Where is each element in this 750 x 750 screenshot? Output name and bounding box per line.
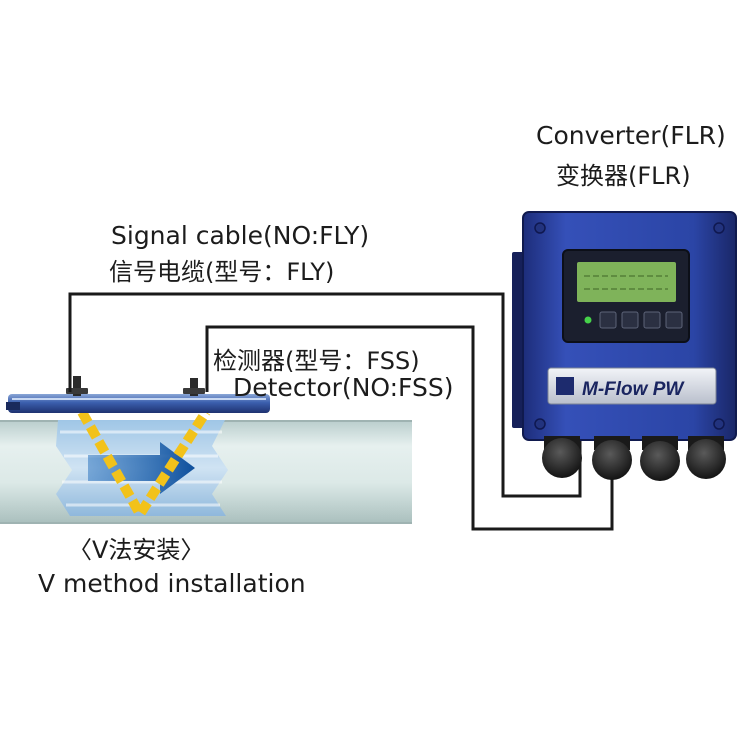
detector-label-zh: 检测器(型号：FSS): [213, 347, 420, 375]
key-button-2: [621, 311, 639, 329]
cable-gland-1: [542, 436, 582, 478]
converter-label-en: Converter(FLR): [536, 121, 726, 150]
signal-cable-label-en: Signal cable(NO:FLY): [111, 221, 370, 250]
key-button-3: [643, 311, 661, 329]
detector-label-en: Detector(NO:FSS): [233, 373, 454, 402]
transducer-clamp-right: [183, 378, 205, 396]
brand-plate: [547, 367, 717, 405]
installation-method-label-en: V method installation: [38, 569, 306, 598]
lcd-display: [577, 262, 676, 302]
installation-method-label-zh: 〈V法安装〉: [68, 536, 205, 564]
brand-logo-mark: [556, 377, 574, 395]
detector-rail: [6, 394, 270, 413]
key-button-1: [599, 311, 617, 329]
signal-cable-outer: [68, 292, 582, 498]
flow-direction-arrow: [88, 442, 195, 494]
cable-gland-4: [686, 436, 726, 479]
cable-gland-2: [592, 436, 632, 480]
cable-gland-3: [640, 436, 680, 481]
status-led: [584, 316, 592, 324]
signal-cable-inner: [205, 325, 614, 531]
key-button-4: [665, 311, 683, 329]
converter-label-zh: 变换器(FLR): [556, 162, 691, 190]
converter-unit: M-Flow PW: [512, 211, 737, 441]
brand-text: M-Flow PW: [582, 379, 685, 400]
signal-cable-label-zh: 信号电缆(型号：FLY): [109, 258, 335, 286]
ultrasonic-beam-v-path: [77, 409, 211, 519]
